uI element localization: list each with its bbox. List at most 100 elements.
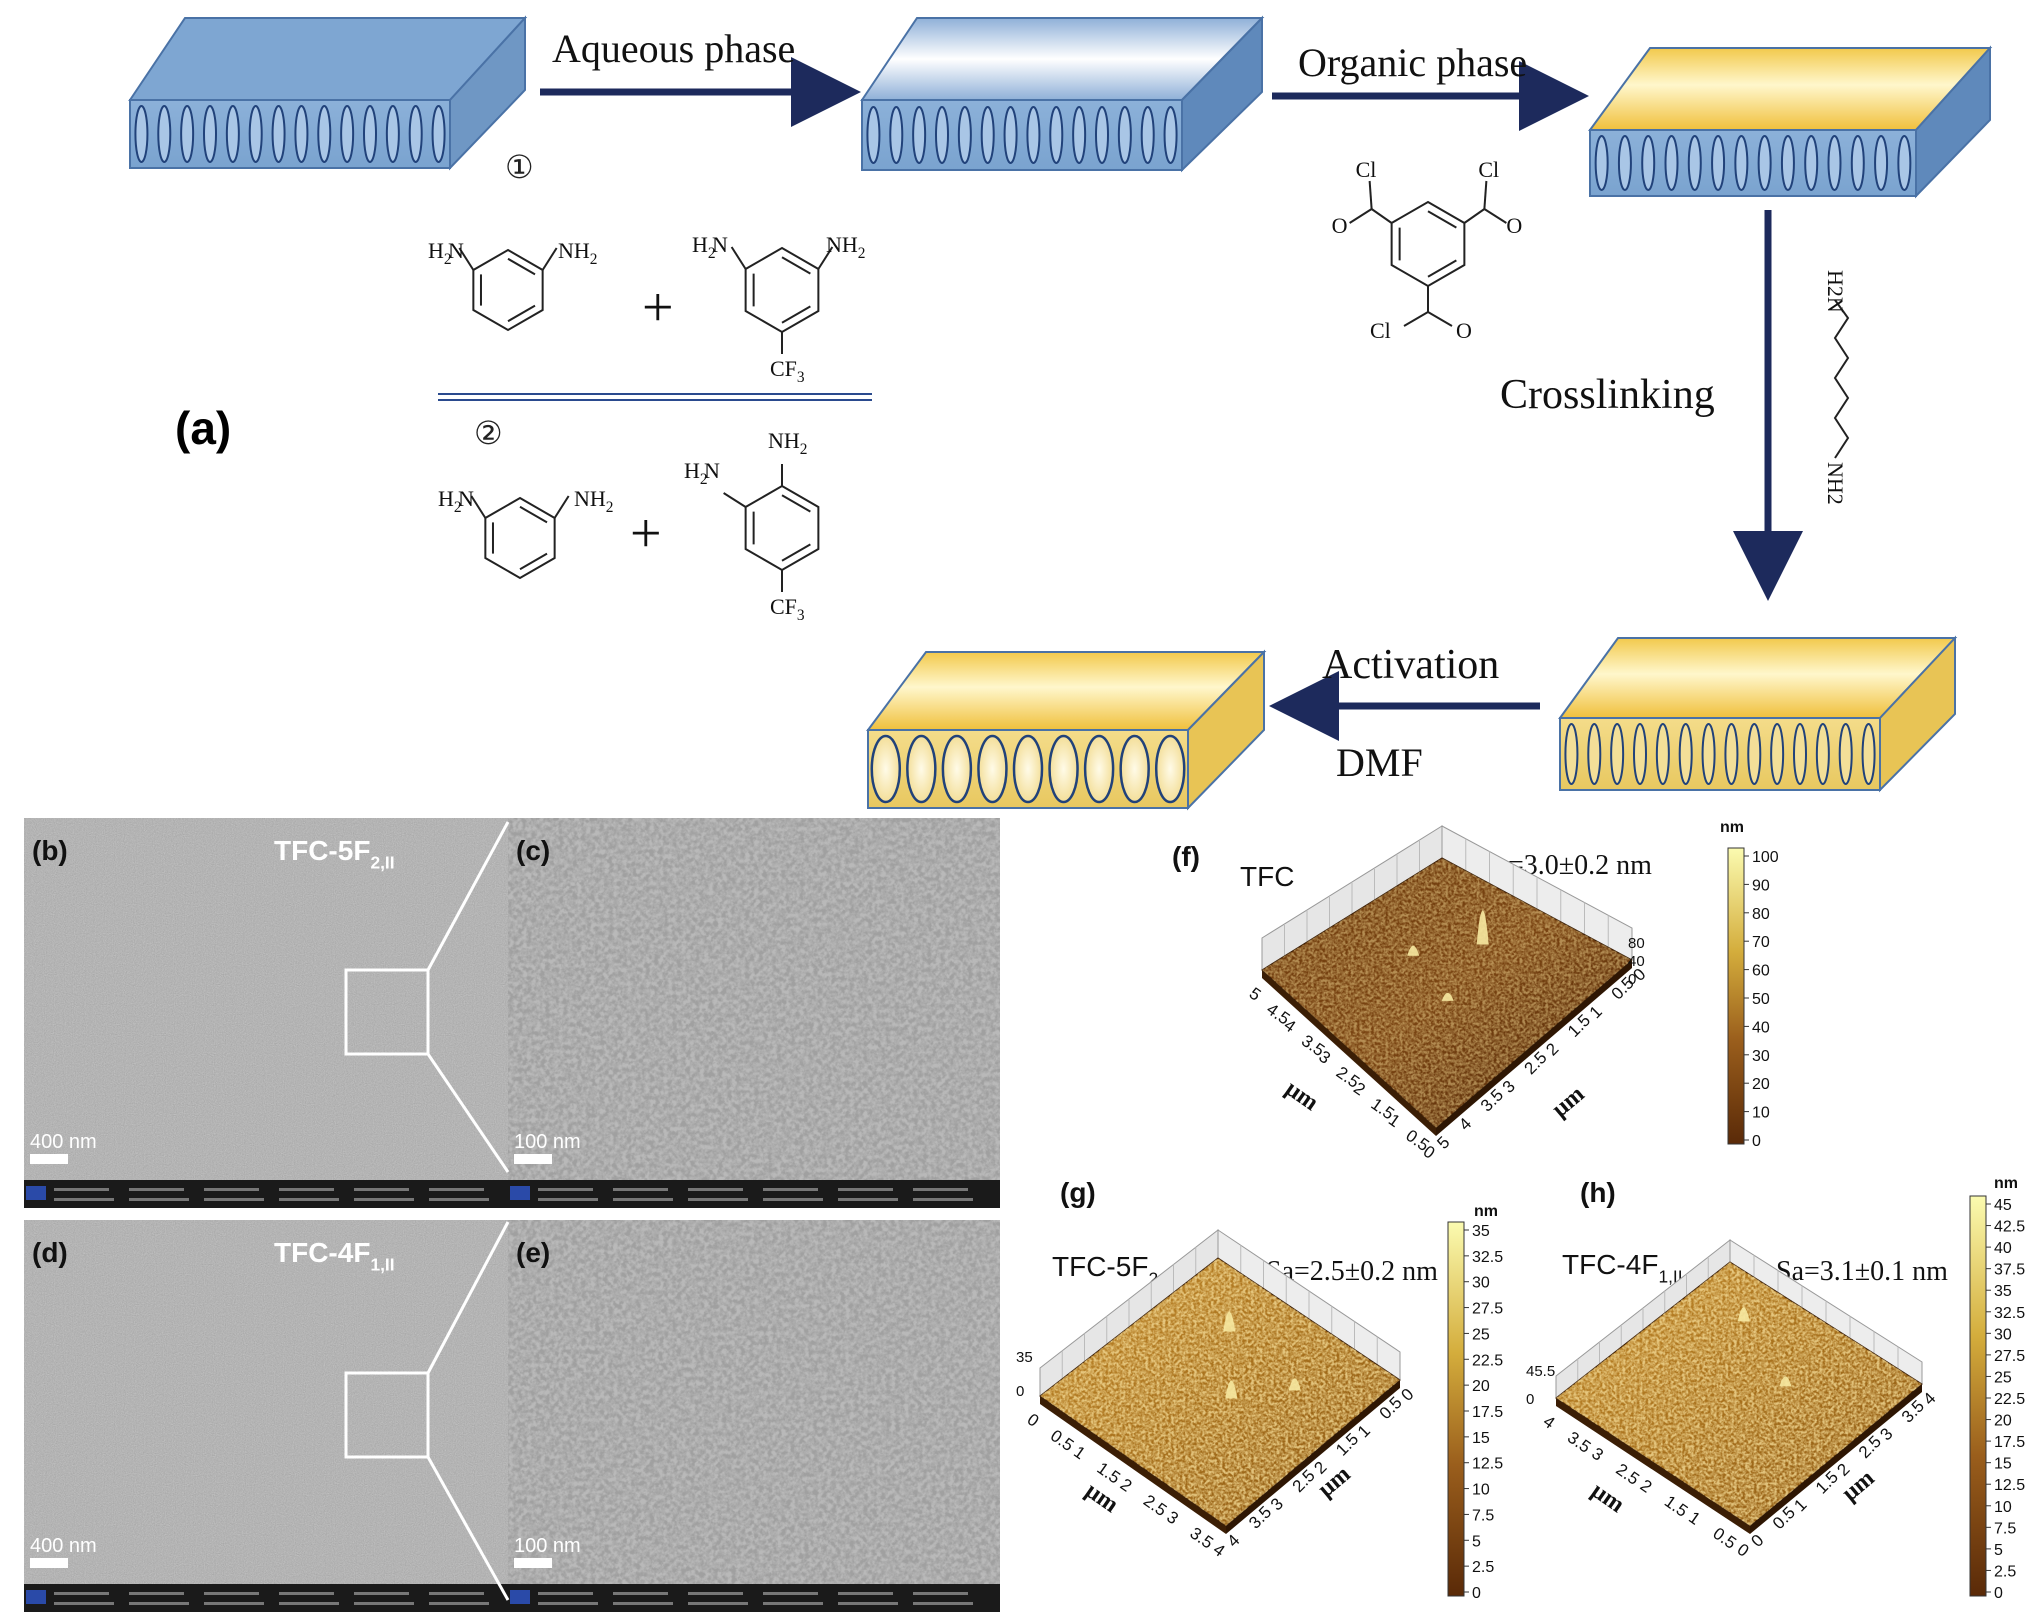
atom-label: H2 (438, 486, 462, 516)
colorbar-tick: 20 (1472, 1378, 1490, 1395)
afm-peak (1225, 1380, 1238, 1399)
colorbar-unit: nm (1994, 1175, 2018, 1192)
afm-panel-label: (g) (1060, 1177, 1096, 1208)
colorbar-tick: 30 (1994, 1326, 2012, 1343)
pore (1815, 723, 1830, 785)
afm-axis-tick: 1 (1685, 1508, 1704, 1529)
bond (1368, 180, 1373, 210)
pore (912, 106, 927, 164)
atom-label: CF3 (770, 356, 805, 386)
colorbar-tick: 30 (1752, 1048, 1770, 1065)
pore (977, 734, 1008, 804)
bond (470, 495, 487, 519)
pore (870, 734, 902, 804)
scale-bar (30, 1558, 68, 1568)
pore (1724, 723, 1739, 785)
bond (730, 246, 747, 270)
pore (1003, 106, 1018, 164)
colorbar-tick: 22.5 (1994, 1391, 2025, 1408)
double-bond (781, 256, 811, 275)
afm-axis-tick: 0 (1734, 1540, 1753, 1561)
colorbar (1447, 1221, 1465, 1597)
afm-axis-unit: μm (1547, 1081, 1589, 1123)
atom-label: Cl (1370, 318, 1391, 343)
colorbar-tick: 7.5 (1994, 1520, 2016, 1537)
sem-panel-c: (c)100 nm (508, 818, 1000, 1208)
pore (1874, 135, 1889, 191)
membrane-substrate (128, 15, 528, 171)
colorbar-tick: 37.5 (1994, 1262, 2025, 1279)
pore (317, 105, 332, 163)
colorbar-tick: 100 (1752, 849, 1779, 866)
pore (157, 105, 172, 163)
pore (1641, 135, 1656, 191)
colorbar-tick: 0 (1472, 1585, 1481, 1602)
step-organic-label: Organic phase (1298, 40, 1527, 85)
sem-info-bar (24, 1180, 508, 1208)
sem-panel-label: (c) (516, 835, 550, 866)
afm-side (1262, 970, 1436, 1136)
colorbar-tick: 35 (1994, 1283, 2012, 1300)
atom-label: N (704, 458, 720, 483)
atom-label: N (712, 232, 728, 257)
pore (1711, 135, 1726, 191)
pore (1083, 734, 1115, 804)
pore (1827, 135, 1842, 191)
pore (1838, 723, 1853, 785)
afm-axis-unit: μm (1081, 1478, 1123, 1519)
pore (1154, 734, 1186, 804)
sem-info-bar (508, 1180, 1000, 1208)
colorbar-tick: 50 (1752, 991, 1770, 1008)
bond (1427, 311, 1453, 327)
double-bond (519, 552, 548, 571)
pore (1026, 106, 1041, 164)
step-crosslinking-label: Crosslinking (1500, 372, 1715, 418)
afm-z-tick: 35 (1016, 1349, 1033, 1366)
label-main: TFC-4F (274, 1237, 370, 1268)
pore (980, 106, 995, 164)
colorbar-tick: 25 (1472, 1326, 1490, 1343)
colorbar-tick: 80 (1752, 906, 1770, 923)
step-activation-label: Activation (1322, 642, 1499, 688)
pore (1687, 135, 1702, 191)
atom-label: H2 (692, 232, 716, 262)
bond (1403, 311, 1429, 327)
hexanediamine-structure (1833, 299, 1850, 459)
atom-label: NH2 (826, 232, 865, 262)
membrane-activated (866, 649, 1267, 811)
monomer-structures (458, 180, 1507, 592)
colorbar-tick: 15 (1472, 1430, 1490, 1447)
colorbar-tick: 42.5 (1994, 1219, 2025, 1236)
double-bond (781, 305, 811, 324)
bond (458, 247, 475, 271)
pore (935, 106, 949, 164)
afm-peak (1476, 910, 1489, 945)
double-bond (781, 494, 811, 513)
afm-side (1226, 1380, 1400, 1534)
label-main: TFC (1240, 861, 1294, 892)
colorbar-tick: 32.5 (1472, 1249, 1503, 1266)
pore (1861, 723, 1876, 785)
bond (541, 247, 558, 271)
route-marker-1: ① (505, 149, 534, 185)
afm-z-tick: 45.5 (1526, 1363, 1555, 1380)
colorbar-tick: 40 (1994, 1240, 2012, 1257)
colorbar-tick: 32.5 (1994, 1305, 2025, 1322)
afm-peak (1779, 1376, 1792, 1387)
plus-sign-1: + (642, 277, 674, 339)
afm-peak (1288, 1378, 1301, 1391)
bond (1463, 208, 1485, 224)
colorbar-tick: 5 (1994, 1542, 2003, 1559)
bond (723, 492, 747, 508)
afm-side (1040, 1396, 1226, 1534)
pore (1664, 135, 1679, 191)
colorbar-tick: 2.5 (1994, 1563, 2016, 1580)
atom-label: H2 (684, 458, 708, 488)
afm-peak (1407, 945, 1420, 956)
colorbar-tick: 15 (1994, 1456, 2012, 1473)
afm-side (1436, 960, 1632, 1136)
bond (1371, 208, 1393, 224)
